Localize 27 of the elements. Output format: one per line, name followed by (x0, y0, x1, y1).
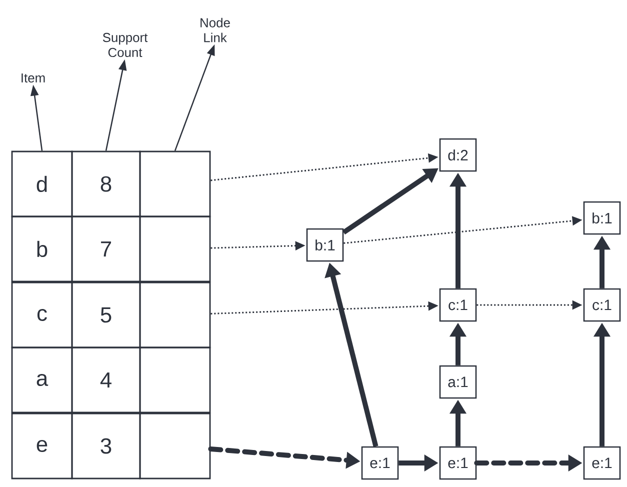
tree-node: e:1 (439, 446, 477, 480)
link-cell (139, 412, 211, 480)
table-cell: 5 (71, 282, 141, 348)
tree-node: d:2 (439, 138, 477, 172)
table-cell: 4 (71, 346, 141, 414)
header-label: Node Link (200, 18, 230, 42)
table-cell: 8 (71, 150, 141, 218)
table-cell: d (11, 150, 73, 218)
table-cell: 3 (71, 412, 141, 480)
table-cell: 7 (71, 216, 141, 282)
table-cell: c (11, 282, 73, 348)
table-cell: a (11, 346, 73, 414)
tree-node: b:1 (306, 228, 344, 262)
tree-node: e:1 (361, 446, 399, 480)
link-cell (139, 150, 211, 218)
tree-node: e:1 (583, 446, 621, 480)
tree-node: c:1 (583, 288, 621, 322)
link-cell (139, 346, 211, 414)
link-cell (139, 216, 211, 282)
link-cell (139, 282, 211, 348)
tree-node: b:1 (583, 201, 621, 235)
tree-node: c:1 (439, 288, 477, 322)
tree-node: a:1 (439, 365, 477, 399)
header-label: Support Count (102, 32, 148, 58)
header-label: Item (22, 73, 45, 82)
table-cell: b (11, 216, 73, 282)
table-cell: e (11, 412, 73, 480)
